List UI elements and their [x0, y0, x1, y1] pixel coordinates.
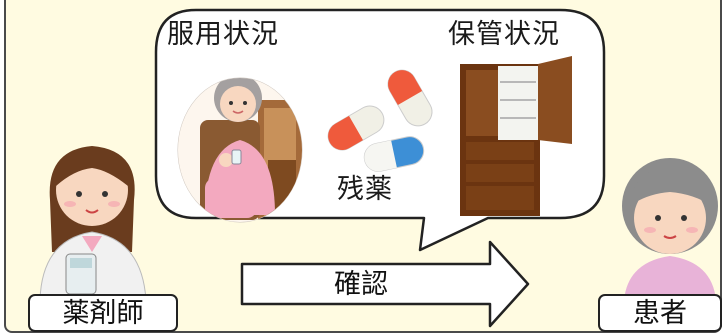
- confirm-arrow: [240, 240, 530, 328]
- cabinet-illustration: [460, 56, 572, 216]
- medication-scene-illustration: [177, 77, 303, 223]
- patient-label: 患者: [598, 294, 722, 332]
- pills-illustration: [327, 69, 433, 172]
- pharmacist-label: 薬剤師: [28, 294, 178, 332]
- pharmacist-illustration: [39, 146, 147, 301]
- leftover-medicine-label: 残薬: [337, 174, 393, 205]
- medication-status-label: 服用状況: [167, 19, 279, 50]
- confirm-label: 確認: [334, 269, 388, 300]
- patient-illustration: [622, 158, 718, 300]
- storage-status-label: 保管状況: [448, 19, 560, 50]
